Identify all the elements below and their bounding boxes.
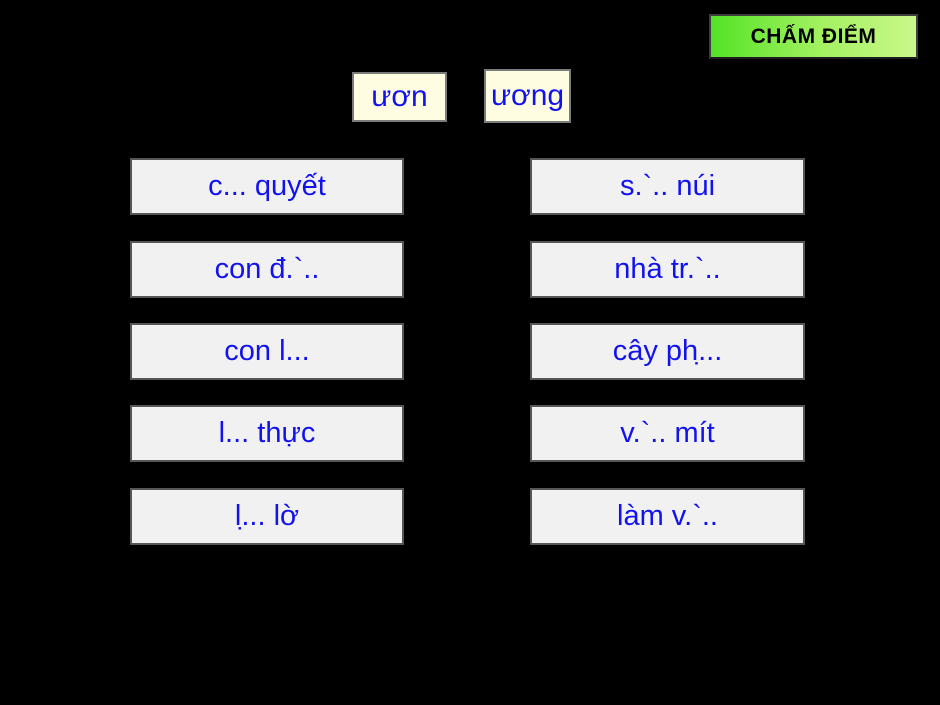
word-box-right-2[interactable]: nhà tr.`.. [530,241,805,298]
word-box-right-5[interactable]: làm v.`.. [530,488,805,545]
word-box-left-3[interactable]: con l... [130,323,404,380]
score-button[interactable]: CHẤM ĐIỂM [709,14,918,59]
word-box-right-3[interactable]: cây ph.̣.. [530,323,805,380]
word-box-left-1[interactable]: c... quyết [130,158,404,215]
syllable-tile-uon[interactable]: ươn [352,72,447,122]
word-box-left-5[interactable]: l.̣.. lờ [130,488,404,545]
word-box-left-4[interactable]: l... thực [130,405,404,462]
word-box-right-1[interactable]: s.`.. núi [530,158,805,215]
word-box-right-4[interactable]: v.`.. mít [530,405,805,462]
word-box-left-2[interactable]: con đ.`.. [130,241,404,298]
syllable-tile-uong[interactable]: ương [484,69,571,123]
